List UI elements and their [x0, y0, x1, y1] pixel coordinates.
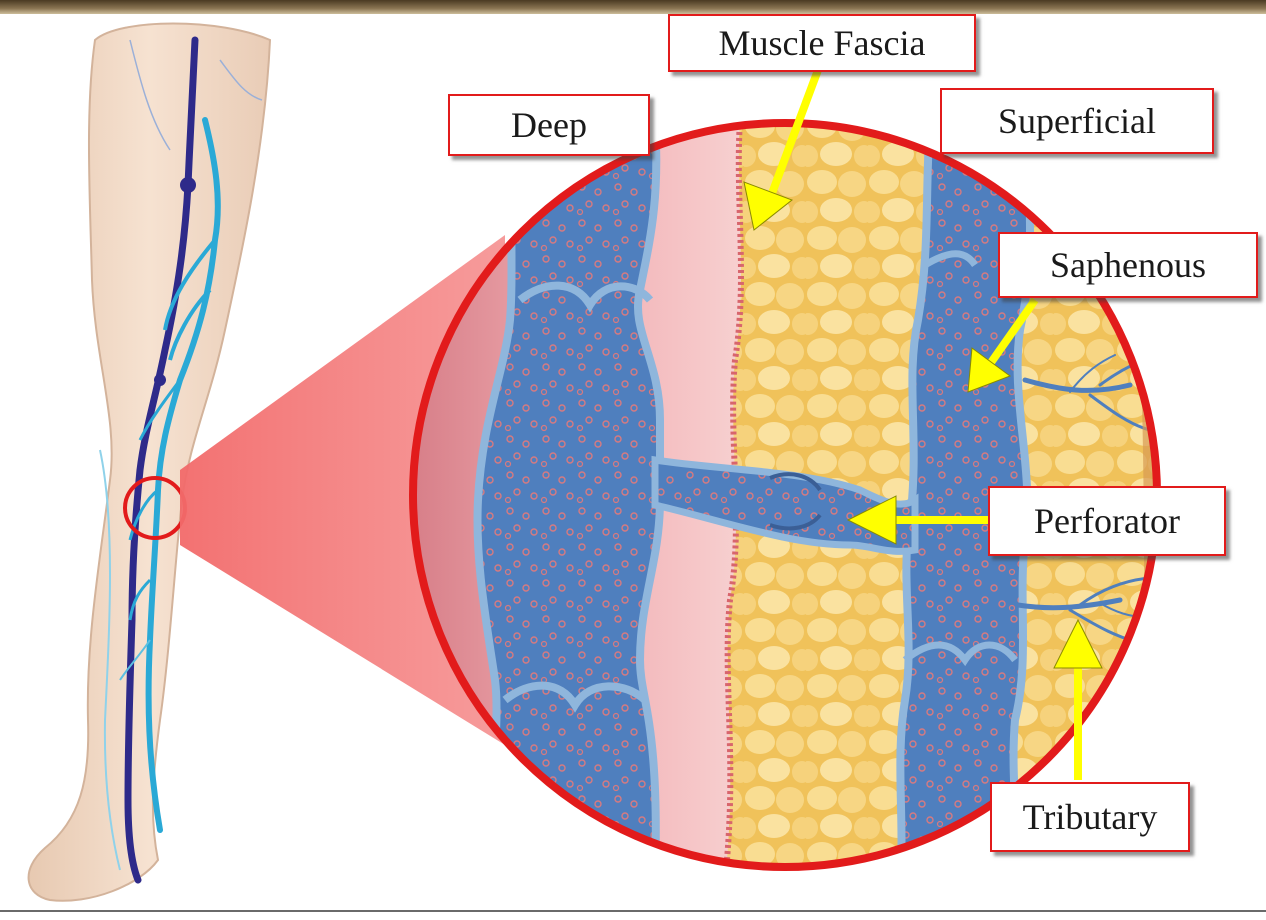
- deep-label: Deep: [448, 94, 650, 156]
- superficial-label: Superficial: [940, 88, 1214, 154]
- muscle-fascia-label: Muscle Fascia: [668, 14, 976, 72]
- tributary-label: Tributary: [990, 782, 1190, 852]
- bottom-divider: [0, 910, 1266, 912]
- deep-vein-section: [477, 120, 660, 880]
- saphenous-label: Saphenous: [998, 232, 1258, 298]
- perforator-label: Perforator: [988, 486, 1226, 556]
